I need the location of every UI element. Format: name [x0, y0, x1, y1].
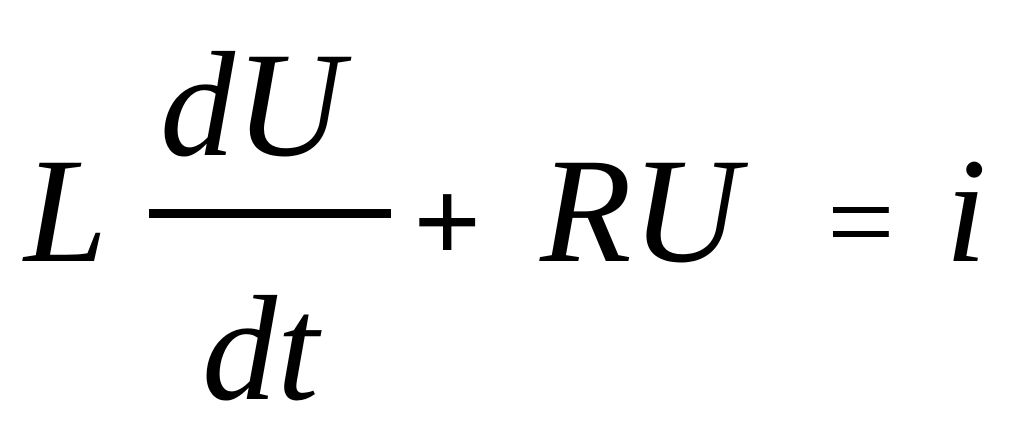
- resistance-term: RU: [540, 128, 740, 294]
- fraction-bar: [149, 209, 391, 218]
- differential-equation: L dU dt + RU = i: [24, 22, 987, 424]
- equals-operator: =: [827, 155, 895, 288]
- derivative-numerator: dU: [160, 22, 344, 188]
- inductance-symbol: L: [24, 128, 108, 294]
- current-symbol: i: [945, 128, 987, 294]
- derivative-denominator: dt: [202, 266, 319, 432]
- plus-operator: +: [413, 155, 482, 288]
